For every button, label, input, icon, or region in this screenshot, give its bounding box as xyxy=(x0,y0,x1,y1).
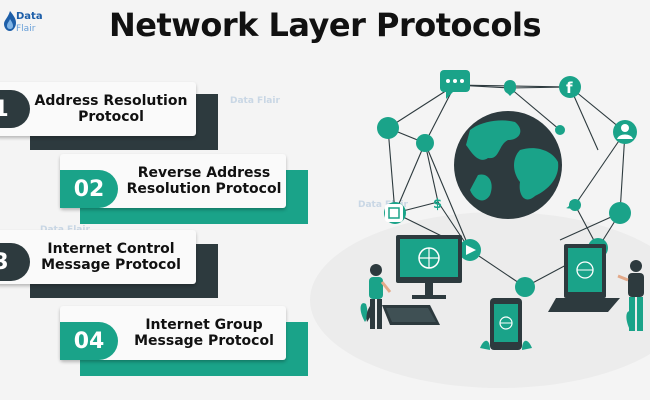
watermark: Data Flair xyxy=(527,265,577,275)
protocol-card-1: 1 Address Resolution Protocol xyxy=(0,82,222,150)
dollar-icon: $ xyxy=(433,197,442,212)
network-lines xyxy=(387,84,626,288)
protocol-label-1: Address Resolution Protocol xyxy=(32,82,190,136)
protocol-label-4: Internet Group Message Protocol xyxy=(122,306,286,360)
dataflair-logo: Data Flair xyxy=(2,4,52,40)
plant-left xyxy=(360,303,374,322)
man-figure xyxy=(617,260,644,331)
play-icon xyxy=(466,245,476,255)
protocol-label-1-line1: Address Resolution xyxy=(34,93,188,109)
page-title: Network Layer Protocols xyxy=(109,6,541,44)
laptop xyxy=(548,244,620,312)
protocol-number-4: 04 xyxy=(60,322,118,360)
watermark-text: Data Flair xyxy=(230,96,280,106)
logo-text-flair: Flair xyxy=(16,24,36,34)
watermark: Data Flair xyxy=(358,200,408,210)
logo-text-data: Data xyxy=(16,11,43,22)
protocol-label-2-line2: Resolution Protocol xyxy=(126,181,282,197)
protocol-label-1-line2: Protocol xyxy=(78,109,144,125)
svg-text:f: f xyxy=(566,79,573,97)
woman-figure xyxy=(369,264,392,329)
globe-icon xyxy=(454,111,562,219)
protocol-label-2-line1: Reverse Address xyxy=(137,165,271,181)
protocol-label-3-line2: Message Protocol xyxy=(41,257,181,273)
watermark-text: Data Flair xyxy=(527,265,577,275)
logo-flame-icon xyxy=(4,11,16,31)
user-icon xyxy=(613,120,637,144)
location-pin-icon xyxy=(504,80,516,96)
network-nodes xyxy=(377,82,631,297)
watermark-text: Data Flair xyxy=(358,200,408,210)
plant-right xyxy=(626,311,634,330)
protocol-label-4-line1: Internet Group xyxy=(145,317,263,333)
protocol-number-1: 1 xyxy=(0,90,30,128)
floor-shadow xyxy=(310,212,650,388)
protocol-label-3: Internet Control Message Protocol xyxy=(32,230,190,284)
protocol-number-3: 3 xyxy=(0,243,30,281)
protocol-card-4: 04 Internet Group Message Protocol xyxy=(60,306,310,376)
protocol-number-2: 02 xyxy=(60,170,118,208)
protocol-card-2: 02 Reverse Address Resolution Protocol xyxy=(60,154,310,224)
watermark: Data Flair xyxy=(230,96,280,106)
chat-bubble-icon xyxy=(440,70,470,99)
protocol-label-3-line1: Internet Control xyxy=(47,241,175,257)
twitter-icon xyxy=(566,198,580,209)
protocol-label-2: Reverse Address Resolution Protocol xyxy=(122,154,286,208)
facebook-icon: f xyxy=(559,76,581,98)
smartphone xyxy=(480,298,532,350)
desktop-monitor xyxy=(382,235,462,325)
protocol-label-4-line2: Message Protocol xyxy=(134,333,274,349)
protocol-card-3: 3 Internet Control Message Protocol xyxy=(0,230,222,298)
